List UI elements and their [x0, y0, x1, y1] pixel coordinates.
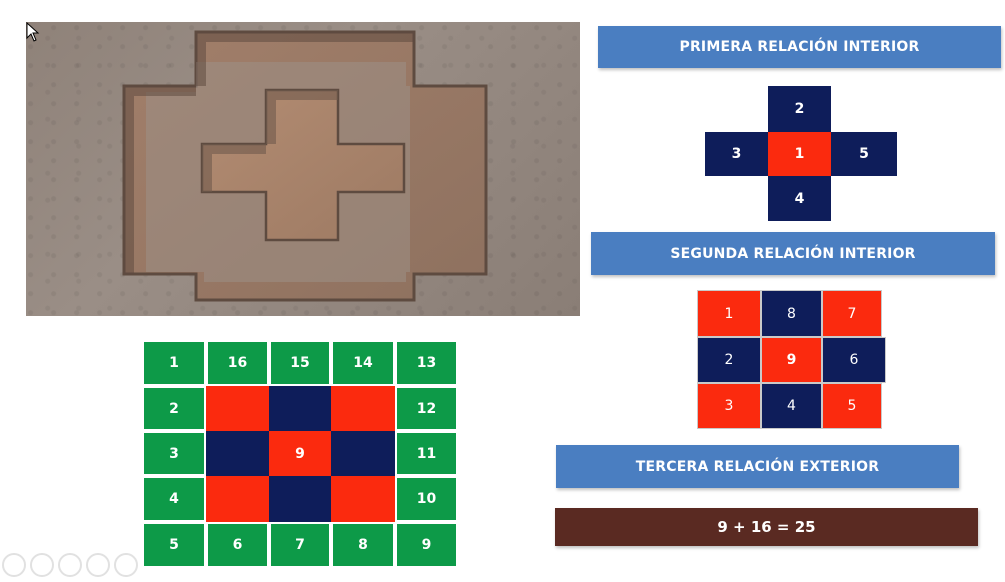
slides-icon[interactable] [86, 553, 110, 577]
mouse-cursor-icon [26, 22, 40, 42]
grid-cell: 5 [822, 383, 882, 429]
grid-cell-green: 6 [206, 522, 269, 568]
grid-cell: 1 [697, 290, 761, 337]
grid-cell: 6 [822, 337, 886, 383]
grid-cell-green: 10 [395, 476, 458, 522]
grid-cell: 9 [761, 337, 822, 383]
pen-icon[interactable] [58, 553, 82, 577]
inner-cell-red [331, 476, 395, 522]
grid-cell: 8 [761, 290, 822, 337]
grid-cell-green: 14 [331, 340, 395, 386]
grid-cell-green: 13 [395, 340, 458, 386]
grid-cell: 2 [697, 337, 761, 383]
equation-box: 9 + 16 = 25 [555, 508, 978, 546]
grid-cell-green: 12 [395, 386, 458, 431]
play-icon[interactable] [30, 553, 54, 577]
grid-cell-green: 9 [395, 522, 458, 568]
cross-cell-right: 5 [831, 132, 897, 176]
cross-cell-top: 2 [768, 86, 831, 132]
stone-carving-photo [26, 22, 580, 316]
grid-cell: 3 [697, 383, 761, 429]
inner-cell-red [331, 386, 395, 431]
stone-cross-relief [122, 30, 488, 302]
inner-cell-navy [269, 476, 331, 522]
cross-cell-bottom: 4 [768, 176, 831, 221]
third-relation-header: TERCERA RELACIÓN EXTERIOR [556, 445, 959, 488]
cross-cell-center: 1 [768, 132, 831, 176]
grid-cell-green: 16 [206, 340, 269, 386]
inner-cell-navy [331, 431, 395, 476]
grid-cell-green: 1 [142, 340, 206, 386]
inner-cell-navy [269, 386, 331, 431]
grid-cell-green: 4 [142, 476, 206, 522]
slide-controls [2, 550, 232, 580]
second-relation-header: SEGUNDA RELACIÓN INTERIOR [591, 232, 995, 275]
grid-cell-green: 2 [142, 386, 206, 431]
grid-cell-green: 11 [395, 431, 458, 476]
first-relation-header: PRIMERA RELACIÓN INTERIOR [598, 26, 1001, 68]
zoom-icon[interactable] [114, 553, 138, 577]
grid-cell: 4 [761, 383, 822, 429]
grid-cell-green: 7 [269, 522, 331, 568]
grid-cell-green: 3 [142, 431, 206, 476]
grid-cell: 7 [822, 290, 882, 337]
inner-cell-navy [206, 431, 269, 476]
inner-cell-red [206, 386, 269, 431]
previous-icon[interactable] [2, 553, 26, 577]
grid-cell-green: 8 [331, 522, 395, 568]
inner-cell-red [206, 476, 269, 522]
inner-cell-center: 9 [269, 431, 331, 476]
grid-cell-green: 5 [142, 522, 206, 568]
grid-cell-green: 15 [269, 340, 331, 386]
cross-cell-left: 3 [705, 132, 768, 176]
